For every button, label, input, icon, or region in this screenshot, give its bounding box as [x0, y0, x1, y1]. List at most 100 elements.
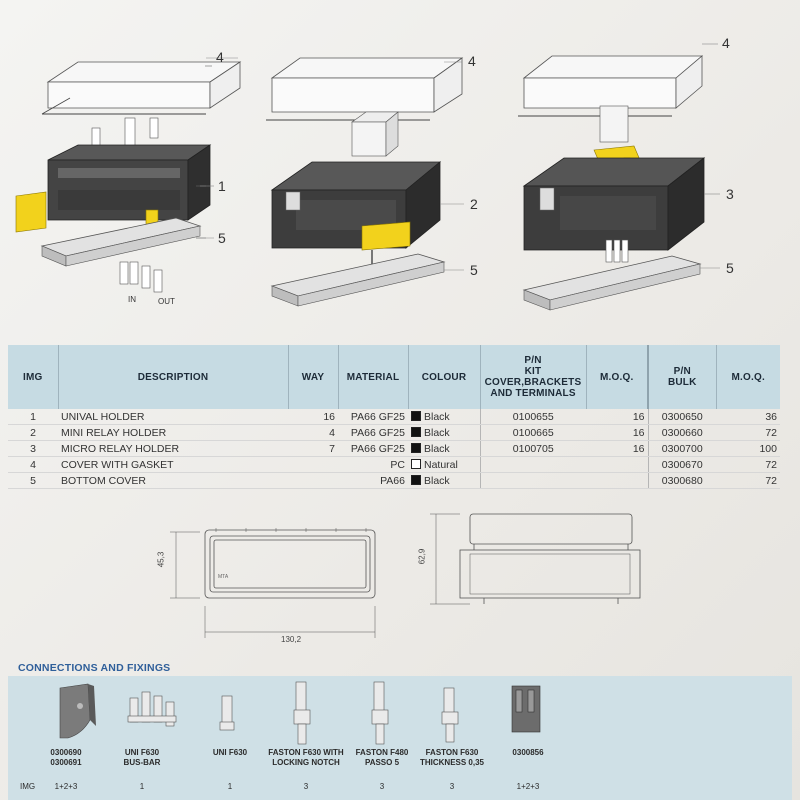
spec-table-header: IMG DESCRIPTION WAY MATERIAL COLOUR P/N …: [8, 345, 780, 409]
connection-img-value: 1+2+3: [516, 782, 540, 791]
th-pn-kit-line1: P/N: [524, 355, 542, 366]
assembly-mini-relay-holder: [266, 57, 464, 307]
cell-moq2: 100: [716, 440, 780, 457]
colour-swatch: [411, 474, 421, 485]
extraction-tool-icon: [511, 685, 541, 733]
connection-label-line1: FASTON F630 WITH: [268, 748, 344, 757]
cell-moq1: [586, 472, 648, 489]
th-description: DESCRIPTION: [57, 345, 288, 409]
cell-pn-kit: 0100655: [479, 409, 586, 425]
th-pn-bulk-line1: P/N: [673, 366, 691, 377]
terminal-faston-thickness-icon: [441, 687, 459, 743]
colour-label: Black: [424, 442, 450, 455]
assembly-micro-relay-holder: [518, 55, 706, 311]
cell-colour: Natural: [408, 456, 480, 473]
colour-label: Black: [424, 410, 450, 423]
cell-moq1: [586, 456, 648, 473]
cell-material: PA66 GF25: [338, 424, 408, 441]
th-pn-kit: P/N KIT COVER,BRACKETS AND TERMINALS: [479, 345, 586, 409]
cell-colour: Black: [408, 472, 480, 489]
terminal-faston-locking-icon: [293, 681, 311, 745]
cell-pn-bulk: 0300700: [647, 440, 716, 457]
cell-img: 1: [8, 409, 58, 425]
cell-moq2: 36: [716, 409, 780, 425]
cell-img: 4: [8, 456, 58, 473]
callout-cover-3: 4: [722, 35, 730, 51]
cell-way: 16: [288, 409, 338, 425]
callout-mini-relay-holder: 2: [470, 196, 478, 212]
brand-mark: MTA: [218, 574, 229, 580]
th-pn-kit-line3: AND TERMINALS: [490, 388, 576, 399]
cell-pn-kit: 0100705: [479, 440, 586, 457]
cell-description: COVER WITH GASKET: [58, 456, 288, 473]
label-out: OUT: [158, 297, 175, 306]
dim-height-front: 45,3: [156, 551, 166, 568]
cell-way: [288, 456, 338, 473]
th-colour: COLOUR: [407, 345, 480, 409]
cell-img: 5: [8, 472, 58, 489]
cell-img: 2: [8, 424, 58, 441]
connection-label: 0300856: [483, 748, 573, 758]
th-material: MATERIAL: [337, 345, 408, 409]
cell-pn-bulk: 0300670: [647, 456, 716, 473]
dimension-side-view: [430, 513, 641, 605]
cell-moq1: 16: [586, 440, 648, 457]
cell-colour: Black: [408, 424, 480, 441]
cell-description: BOTTOM COVER: [58, 472, 288, 489]
cell-img: 3: [8, 440, 58, 457]
cell-pn-kit: [479, 456, 586, 473]
colour-swatch: [411, 442, 421, 453]
cell-pn-bulk: 0300660: [647, 424, 716, 441]
cell-moq2: 72: [716, 424, 780, 441]
cell-moq1: 16: [586, 424, 648, 441]
connection-label-line2: THICKNESS 0,35: [419, 758, 485, 767]
th-moq-bulk: M.O.Q.: [715, 345, 780, 409]
cell-pn-kit: [479, 472, 586, 489]
connection-label-line1: FASTON F630: [425, 748, 479, 757]
connection-img-value: 1+2+3: [54, 782, 78, 791]
cell-pn-bulk: 0300680: [647, 472, 716, 489]
th-moq-kit: M.O.Q.: [585, 345, 648, 409]
connection-label-line2: BUS-BAR: [123, 758, 161, 767]
connection-label-line1: UNI F630: [124, 748, 160, 757]
th-pn-kit-line2: KIT COVER,BRACKETS: [484, 366, 582, 388]
terminal-uni-f630-icon: [219, 695, 235, 731]
cell-pn-kit: 0100665: [479, 424, 586, 441]
cell-material: PA66 GF25: [338, 409, 408, 425]
terminal-faston-f480-icon: [371, 681, 389, 745]
colour-swatch: [411, 410, 421, 421]
cell-colour: Black: [408, 409, 480, 425]
connections-drawings: [59, 681, 541, 745]
cell-description: UNIVAL HOLDER: [58, 409, 288, 425]
colour-label: Black: [424, 426, 450, 439]
dim-height-side: 62,9: [417, 548, 427, 565]
connections-img-label: IMG: [20, 782, 36, 791]
th-pn-bulk: P/N BULK: [647, 345, 716, 409]
bracket-icon: [59, 683, 96, 739]
connection-img-value: 3: [449, 782, 455, 791]
connection-label-line1: 0300690: [50, 748, 82, 757]
connection-label-line2: 0300691: [50, 758, 82, 767]
dimension-front-view: [170, 528, 376, 638]
callout-cover-1: 4: [216, 49, 224, 65]
callout-bottom-cover-1: 5: [218, 230, 226, 246]
connection-label-line1: FASTON F480: [355, 748, 409, 757]
connection-label-line2: PASSO 5: [364, 758, 400, 767]
bus-bar-icon: [127, 691, 177, 727]
cell-way: [288, 472, 338, 489]
colour-swatch: [411, 458, 421, 469]
cell-way: 7: [288, 440, 338, 457]
th-img: IMG: [8, 345, 58, 409]
connection-img-value: 1: [227, 782, 233, 791]
cell-pn-bulk: 0300650: [647, 409, 716, 425]
th-way: WAY: [287, 345, 338, 409]
